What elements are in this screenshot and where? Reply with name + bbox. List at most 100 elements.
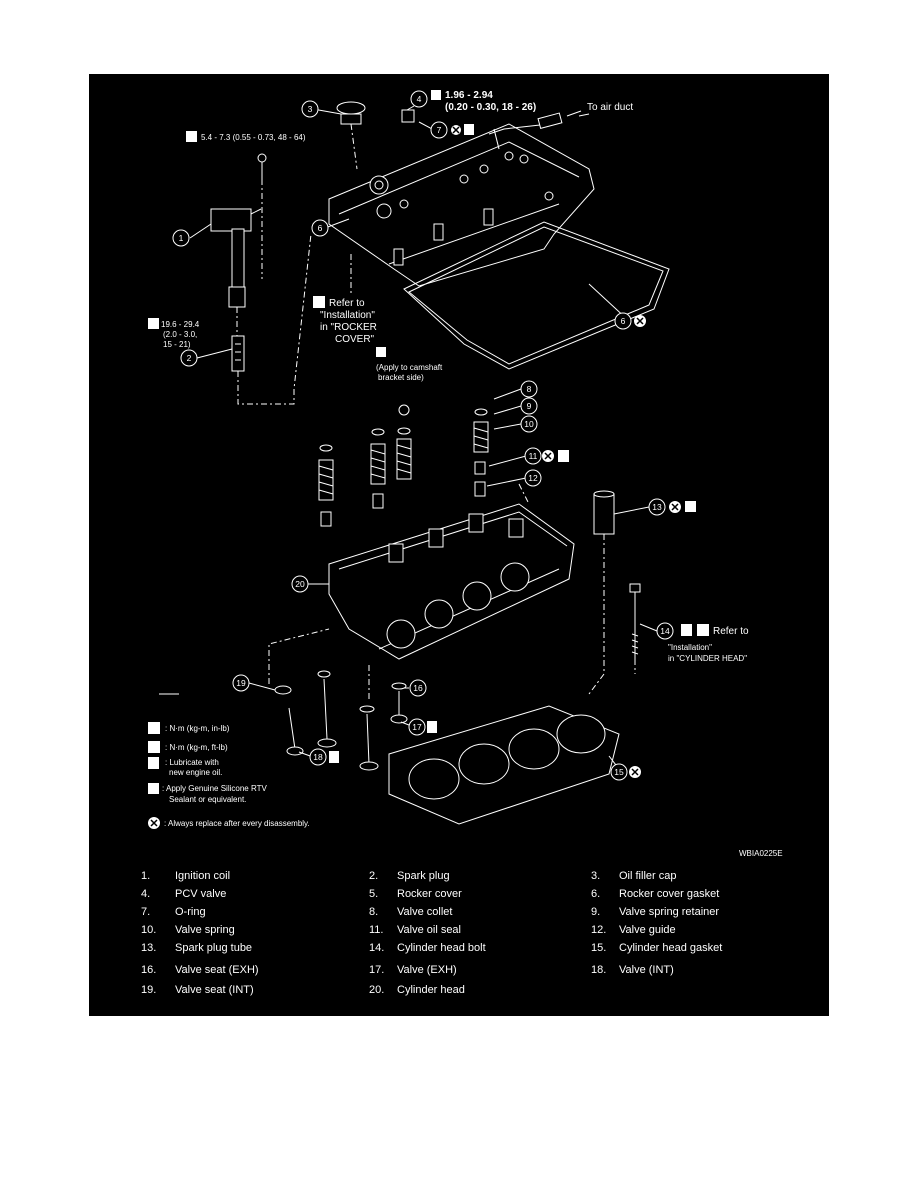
ignition-coil bbox=[210, 153, 267, 308]
lube-icon-18 bbox=[329, 751, 339, 763]
symbol-key: : N·m (kg-m, in-lb) : N·m (kg-m, ft-lb) … bbox=[148, 722, 310, 829]
legend-item: 1.Ignition coil bbox=[141, 870, 231, 882]
assembly-lines bbox=[236, 123, 636, 699]
callout-12: 12 bbox=[524, 469, 542, 487]
svg-text:4: 4 bbox=[417, 94, 422, 104]
callout-18: 18 bbox=[309, 748, 327, 766]
svg-text:8: 8 bbox=[527, 384, 532, 394]
key-torque-in-icon bbox=[148, 722, 160, 734]
callout-10: 10 bbox=[520, 415, 538, 433]
callout-16: 16 bbox=[409, 679, 427, 697]
callout-11: 11 bbox=[524, 447, 542, 465]
pcv-valve bbox=[401, 109, 582, 150]
svg-text:(0.20 - 0.30, 18 - 26): (0.20 - 0.30, 18 - 26) bbox=[445, 102, 536, 113]
lube-icon-17 bbox=[427, 721, 437, 733]
replace-icon-15 bbox=[629, 766, 641, 778]
sealant-icon-13 bbox=[685, 501, 696, 512]
svg-text:Refer to: Refer to bbox=[329, 298, 365, 309]
callout-14: 14 bbox=[656, 622, 674, 640]
callout-texts: 1.96 - 2.94 (0.20 - 0.30, 18 - 26) To ai… bbox=[161, 90, 749, 663]
cylinder-head-gasket bbox=[388, 705, 620, 825]
callout-4: 4 bbox=[410, 90, 428, 108]
spark-plug bbox=[231, 335, 245, 372]
svg-text:9: 9 bbox=[527, 401, 532, 411]
lube-icon-11 bbox=[558, 450, 569, 462]
legend-item: 5.Rocker cover bbox=[369, 888, 462, 900]
callout-3: 3 bbox=[301, 100, 319, 118]
svg-text:20: 20 bbox=[295, 579, 305, 589]
torque-icon-plug bbox=[148, 318, 159, 329]
legend-item: 17.Valve (EXH) bbox=[369, 964, 457, 976]
figure-code: WBIA0225E bbox=[739, 849, 783, 858]
rocker-cover-gasket bbox=[403, 221, 670, 370]
legend-item: 14.Cylinder head bolt bbox=[369, 942, 486, 954]
callout-6b: 6 bbox=[614, 312, 632, 330]
torque-icon-14 bbox=[697, 624, 709, 636]
svg-text:17: 17 bbox=[412, 722, 422, 732]
svg-text:15 - 21): 15 - 21) bbox=[163, 340, 191, 349]
torque-icon-rocker bbox=[313, 296, 325, 308]
callout-9: 9 bbox=[520, 397, 538, 415]
svg-text:"Installation": "Installation" bbox=[668, 643, 712, 652]
lube-icon-14 bbox=[681, 624, 692, 636]
valve-stack-3 bbox=[396, 404, 412, 480]
svg-text:7: 7 bbox=[437, 125, 442, 135]
callout-2: 2 bbox=[180, 349, 198, 367]
cylinder-head bbox=[328, 503, 575, 660]
key-torque-ft-icon bbox=[148, 741, 160, 753]
svg-text:14: 14 bbox=[660, 626, 670, 636]
oil-filler-cap bbox=[336, 101, 366, 125]
legend-item: 11.Valve oil seal bbox=[369, 924, 461, 936]
callout-19: 19 bbox=[232, 674, 250, 692]
callout-1: 1 bbox=[172, 229, 190, 247]
callout-15: 15 bbox=[610, 763, 628, 781]
svg-text:12: 12 bbox=[528, 473, 538, 483]
svg-text:5.4 - 7.3 (0.55 - 0.73, 48 - 6: 5.4 - 7.3 (0.55 - 0.73, 48 - 64) bbox=[201, 133, 306, 142]
svg-text:: N·m (kg-m, ft-lb): : N·m (kg-m, ft-lb) bbox=[165, 743, 228, 752]
svg-text:19: 19 bbox=[236, 678, 246, 688]
svg-text:Sealant or equivalent.: Sealant or equivalent. bbox=[169, 795, 246, 804]
torque-icon-pcv bbox=[431, 90, 441, 100]
legend-item: 9.Valve spring retainer bbox=[591, 906, 720, 918]
legend-item: 4.PCV valve bbox=[141, 888, 227, 900]
legend-item: 8.Valve collet bbox=[369, 906, 453, 918]
valves bbox=[274, 670, 408, 771]
valve-stack-2 bbox=[370, 428, 386, 509]
lube-icon-7 bbox=[464, 124, 474, 135]
svg-text:10: 10 bbox=[524, 419, 534, 429]
spark-plug-tube bbox=[593, 490, 615, 535]
callout-7: 7 bbox=[430, 121, 448, 139]
svg-text:6: 6 bbox=[318, 223, 323, 233]
svg-text:(Apply to camshaft: (Apply to camshaft bbox=[376, 363, 443, 372]
svg-text:18: 18 bbox=[313, 752, 323, 762]
svg-text:in "ROCKER: in "ROCKER bbox=[320, 322, 377, 333]
sealant-icon-gasket bbox=[376, 347, 386, 357]
svg-text:in "CYLINDER HEAD": in "CYLINDER HEAD" bbox=[668, 654, 747, 663]
svg-text:bracket side): bracket side) bbox=[378, 373, 424, 382]
legend-item: 16.Valve seat (EXH) bbox=[141, 964, 259, 976]
svg-text:To air duct: To air duct bbox=[587, 102, 633, 113]
key-sealant-icon bbox=[148, 783, 159, 794]
callout-17: 17 bbox=[408, 718, 426, 736]
exploded-view-diagram: 1 2 3 4 6 7 6 8 9 10 11 12 13 14 15 16 1… bbox=[148, 90, 749, 829]
svg-text:1: 1 bbox=[179, 233, 184, 243]
cylinder-head-bolt bbox=[629, 583, 641, 659]
legend-item: 10.Valve spring bbox=[141, 924, 235, 936]
svg-text:COVER": COVER" bbox=[335, 334, 375, 345]
legend-item: 6.Rocker cover gasket bbox=[591, 888, 720, 900]
valve-stack-1 bbox=[318, 444, 334, 527]
key-lube-icon bbox=[148, 757, 159, 769]
svg-text:: Lubricate with: : Lubricate with bbox=[165, 758, 219, 767]
svg-text:6: 6 bbox=[621, 316, 626, 326]
svg-text:: Always replace after every d: : Always replace after every disassembly… bbox=[164, 819, 310, 828]
svg-text:new engine oil.: new engine oil. bbox=[169, 768, 222, 777]
legend-item: 15.Cylinder head gasket bbox=[591, 942, 723, 954]
valve-train bbox=[318, 404, 489, 527]
legend-item: 7.O-ring bbox=[141, 906, 206, 918]
callout-20: 20 bbox=[291, 575, 309, 593]
svg-text:(2.0 - 3.0,: (2.0 - 3.0, bbox=[163, 330, 197, 339]
svg-text:15: 15 bbox=[614, 767, 624, 777]
svg-text:Refer to: Refer to bbox=[713, 626, 749, 637]
svg-text:1.96 - 2.94: 1.96 - 2.94 bbox=[445, 90, 493, 101]
replace-icon-6 bbox=[634, 315, 646, 327]
